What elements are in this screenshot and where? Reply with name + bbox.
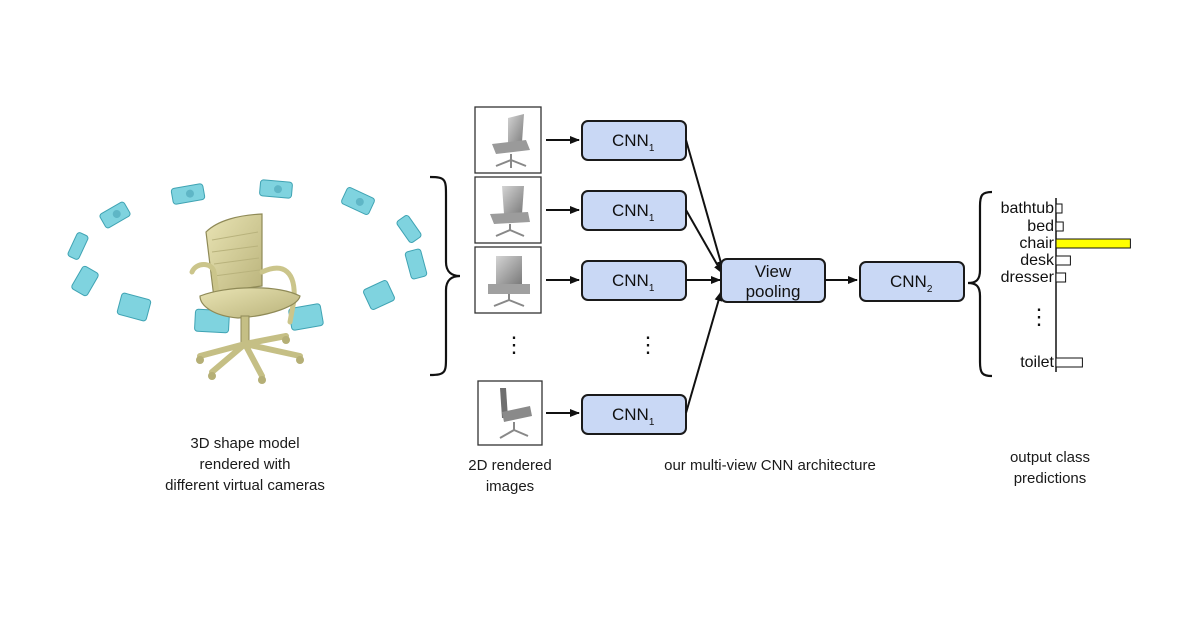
- svg-text:View: View: [755, 262, 792, 281]
- camera-icon: [71, 265, 99, 297]
- svg-text:pooling: pooling: [746, 282, 801, 301]
- rendered-view-last: [477, 380, 543, 446]
- score-bar-bathtub: [1055, 203, 1063, 214]
- caption-line: our multi-view CNN architecture: [664, 457, 876, 474]
- caption-line: rendered with: [199, 456, 291, 473]
- camera-icon: [363, 280, 395, 310]
- grouping-bracket-left: [429, 175, 461, 377]
- arrow-cnn1-to-pooling: [685, 139, 725, 271]
- caption-line: images: [485, 478, 535, 495]
- camera-icon: [404, 248, 428, 280]
- class-label-dresser: dresser: [1001, 269, 1055, 286]
- camera-icon: [170, 183, 206, 205]
- chair-3d-model: [189, 213, 304, 384]
- rendered-view-1: [474, 106, 542, 174]
- score-bar-toilet: [1055, 357, 1083, 368]
- score-bar-desk: [1055, 255, 1071, 266]
- view-pooling-box: View pooling: [720, 258, 826, 303]
- caption-line: output class: [1009, 449, 1091, 466]
- class-label-toilet: toilet: [1020, 354, 1054, 371]
- camera-icon: [396, 215, 422, 243]
- caption-rendered-images: 2D rendered images: [450, 455, 570, 497]
- class-label-bed: bed: [1027, 218, 1054, 235]
- cnn1-box: CNN1: [581, 394, 687, 435]
- classes-ellipsis: ⋮: [1028, 304, 1050, 329]
- svg-text:CNN1: CNN1: [612, 405, 655, 428]
- camera-icon: [67, 232, 89, 260]
- cnn1-box: CNN1: [581, 190, 687, 231]
- cnn-ellipsis: ⋮: [637, 332, 659, 357]
- cnn1-box: CNN1: [581, 120, 687, 161]
- arrow-cnn1-to-pooling: [685, 209, 723, 274]
- cnn2-box: CNN2: [859, 261, 965, 302]
- caption-3d-model: 3D shape model rendered with different v…: [140, 433, 350, 496]
- caption-architecture: our multi-view CNN architecture: [630, 455, 910, 476]
- class-label-desk: desk: [1020, 252, 1055, 269]
- score-bar-chair: [1055, 238, 1131, 249]
- svg-text:CNN1: CNN1: [612, 271, 655, 294]
- score-bar-dresser: [1055, 272, 1067, 283]
- score-bar-bed: [1055, 221, 1064, 232]
- caption-output: output class predictions: [975, 447, 1125, 489]
- svg-text:CNN2: CNN2: [890, 272, 933, 295]
- camera-icon: [99, 201, 131, 229]
- svg-text:CNN1: CNN1: [612, 201, 655, 224]
- camera-icon: [341, 186, 375, 216]
- rendered-view-2: [474, 176, 542, 244]
- rendered-views-ellipsis: ⋮: [503, 332, 525, 357]
- rendered-view-3: [474, 246, 542, 314]
- camera-icon: [259, 179, 293, 199]
- virtual-cameras: [67, 179, 428, 334]
- caption-line: 2D rendered: [468, 457, 552, 474]
- caption-line: 3D shape model: [190, 435, 300, 452]
- camera-icon: [116, 292, 152, 322]
- class-label-bathtub: bathtub: [1001, 200, 1054, 217]
- class-label-chair: chair: [1019, 235, 1054, 252]
- output-bracket: [967, 190, 993, 378]
- arrow-cnn1-to-pooling: [685, 291, 723, 414]
- caption-line: predictions: [1013, 470, 1087, 487]
- cnn1-box: CNN1: [581, 260, 687, 301]
- svg-text:CNN1: CNN1: [612, 131, 655, 154]
- caption-line: different virtual cameras: [165, 477, 325, 494]
